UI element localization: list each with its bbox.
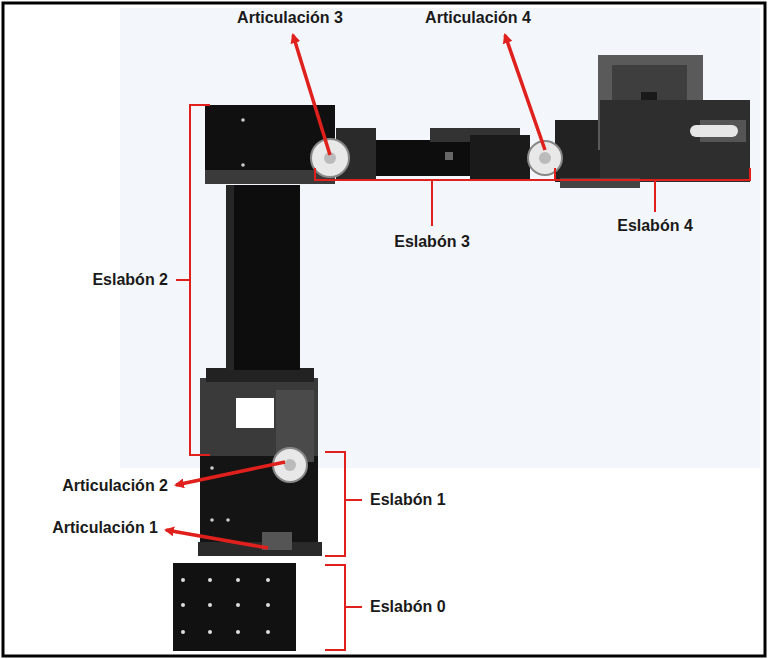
part-label: Eslabón 4: [617, 216, 693, 235]
part-label: Eslabón 3: [394, 232, 470, 251]
part-label: Articulación 1: [52, 518, 158, 537]
part-label: Articulación 2: [62, 476, 168, 495]
part-label: Articulación 4: [425, 8, 531, 27]
part-label: Eslabón 0: [370, 597, 446, 616]
part-label: Eslabón 1: [370, 490, 446, 509]
part-label: Eslabón 2: [92, 270, 168, 289]
part-label: Articulación 3: [237, 8, 343, 27]
